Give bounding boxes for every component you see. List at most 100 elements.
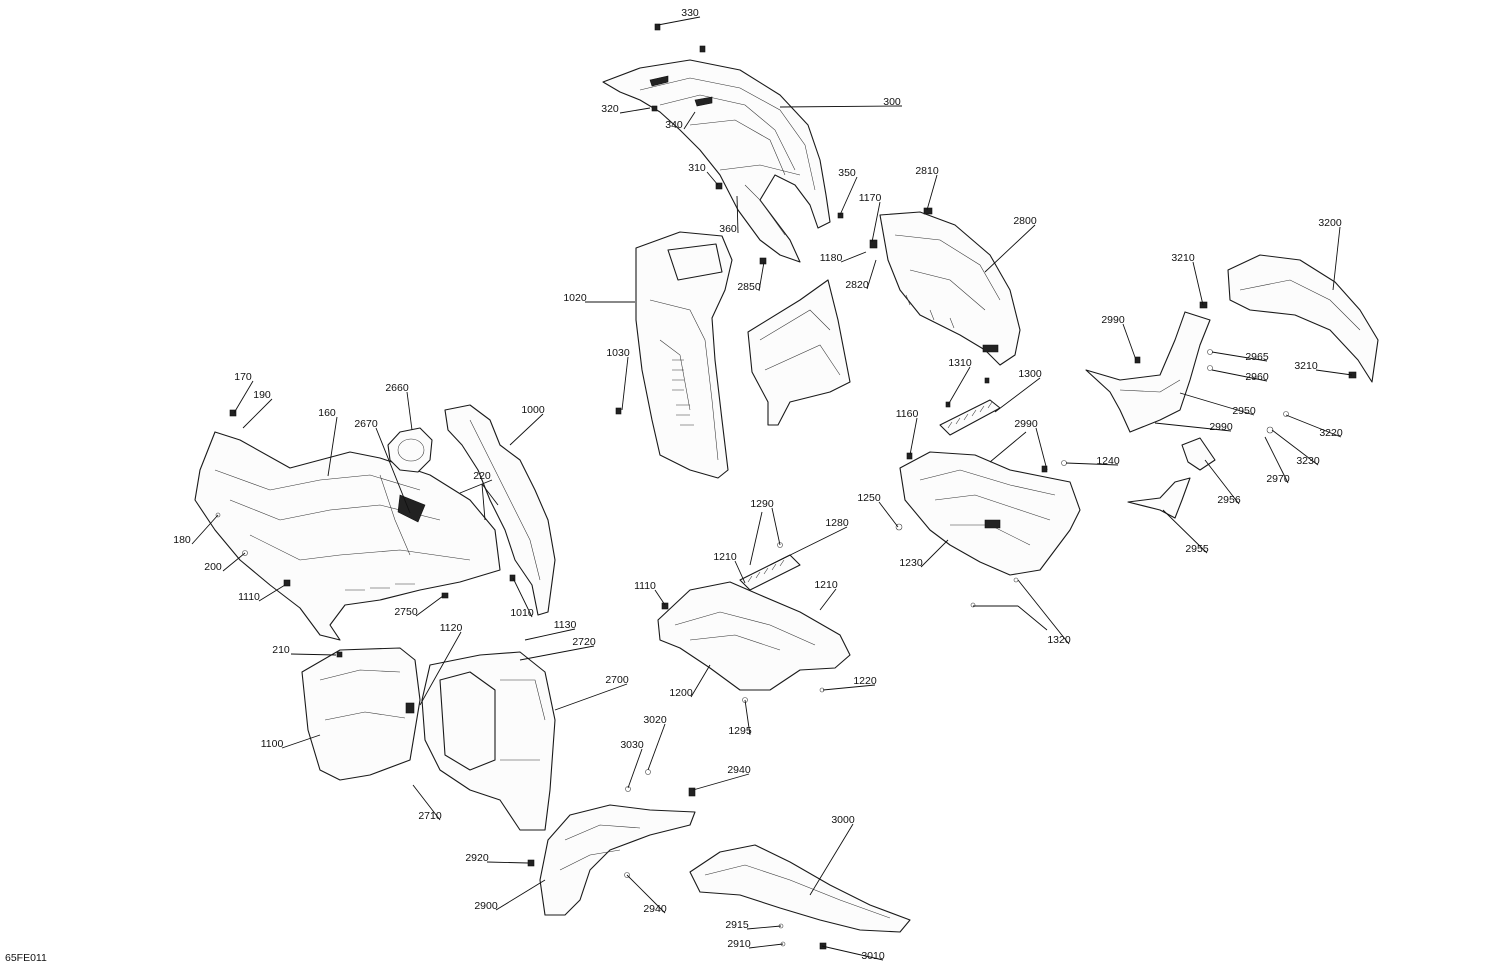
callout-label-340: 340 (665, 119, 683, 131)
leader-line-2720 (519, 645, 595, 661)
leader-line-3030 (627, 748, 643, 789)
leader-line-1000 (509, 413, 544, 446)
leader-line-2990 (1035, 427, 1048, 471)
callout-label-2940: 2940 (643, 903, 667, 915)
leader-line-3210 (1315, 369, 1353, 376)
callout-label-2990: 2990 (1101, 314, 1125, 326)
callout-label-2700: 2700 (605, 674, 629, 686)
callout-label-3010: 3010 (861, 950, 885, 962)
leader-line-2700 (554, 683, 628, 711)
leader-line-2660 (406, 391, 413, 431)
leader-lines (191, 16, 1353, 961)
callout-label-1160: 1160 (896, 408, 919, 420)
leader-line-190 (242, 398, 273, 429)
part-300-front-hood (602, 59, 831, 263)
callout-label-360: 360 (719, 223, 737, 235)
part-2950-fender-bracket (1085, 311, 1211, 433)
leader-line-3220 (1285, 414, 1342, 438)
part-1230-right-floor (899, 451, 1081, 576)
leader-line-extra (749, 511, 763, 566)
callout-label-1210: 1210 (814, 579, 838, 591)
leader-line-1120 (419, 631, 462, 706)
part-1150-inner-panel (747, 279, 851, 426)
leader-line-1220 (822, 684, 876, 691)
leader-line-2910 (748, 943, 784, 949)
callout-label-210: 210 (272, 644, 290, 656)
callout-label-1120: 1120 (440, 622, 463, 634)
leader-line-360 (736, 195, 739, 234)
leader-line-1110 (258, 584, 286, 602)
part-3200-rear-cover (1227, 254, 1379, 383)
part-2800-right-panel (879, 211, 1021, 366)
part-1100-left-lower (301, 647, 421, 781)
leader-line-1250 (878, 501, 899, 528)
leader-line-2810 (926, 174, 938, 211)
leader-line-2670 (375, 427, 411, 514)
part-1200-left-floor (657, 554, 851, 691)
callout-label-3000: 3000 (831, 814, 855, 826)
callout-label-2750: 2750 (394, 606, 418, 618)
leader-line-1100 (281, 734, 321, 749)
callout-label-2915: 2915 (725, 919, 749, 931)
leader-line-170 (233, 380, 254, 414)
callout-label-2955: 2955 (1185, 543, 1209, 555)
leader-line-180 (191, 514, 219, 545)
callout-label-1290: 1290 (750, 498, 774, 510)
part-2900-lower-fender (539, 804, 696, 916)
leader-line-330 (657, 16, 701, 26)
leader-line-1170 (871, 201, 881, 243)
leader-line-1200 (690, 664, 711, 698)
callout-label-1295: 1295 (728, 725, 752, 737)
callout-label-2940: 2940 (727, 764, 751, 776)
leader-line-1290 (771, 507, 781, 546)
leader-line-220 (459, 479, 493, 494)
part-1020-dash-panel (635, 231, 733, 479)
part-1000-side-fascia (444, 404, 556, 616)
leader-line-2900 (495, 879, 546, 911)
leader-line-1230 (920, 539, 949, 568)
callout-label-310: 310 (688, 162, 706, 174)
callout-label-1240: 1240 (1096, 455, 1120, 467)
diagram-reference-code: 65FE011 (5, 952, 47, 964)
leader-line-2940 (626, 874, 666, 914)
callout-label-1220: 1220 (853, 675, 877, 687)
leader-line-3210 (1192, 261, 1204, 306)
callout-label-1020: 1020 (563, 292, 587, 304)
callout-label-3230: 3230 (1296, 455, 1320, 467)
leader-line-2955 (1162, 509, 1208, 554)
callout-label-2990: 2990 (1014, 418, 1038, 430)
callout-label-2720: 2720 (572, 636, 596, 648)
leader-line-2750 (415, 595, 444, 617)
callout-label-2850: 2850 (737, 281, 761, 293)
callout-label-1300: 1300 (1018, 368, 1042, 380)
leader-line-2990 (1154, 422, 1232, 432)
callout-label-2670: 2670 (354, 418, 378, 430)
callout-label-2820: 2820 (845, 279, 869, 291)
part-3000-lower-cover (689, 844, 911, 933)
callout-label-1100: 1100 (261, 738, 284, 750)
leader-line-1130 (524, 628, 576, 641)
callout-label-3020: 3020 (643, 714, 667, 726)
callout-label-1180: 1180 (820, 252, 843, 264)
leader-line-1295 (744, 699, 751, 736)
leader-line-1280 (769, 526, 848, 566)
callout-label-180: 180 (173, 534, 191, 546)
leader-line-2710 (412, 784, 441, 821)
callout-label-350: 350 (838, 167, 856, 179)
callout-label-3200: 3200 (1318, 217, 1342, 229)
callout-label-1110: 1110 (634, 580, 656, 592)
leader-line-2965 (1211, 351, 1268, 362)
leader-line-2970 (1264, 436, 1289, 484)
leader-line-2800 (984, 224, 1036, 273)
callout-label-1250: 1250 (857, 492, 881, 504)
leader-line-1320 (1017, 579, 1070, 645)
callout-label-330: 330 (681, 7, 699, 19)
callout-label-1130: 1130 (554, 619, 577, 631)
callout-label-1170: 1170 (859, 192, 882, 204)
leader-line-1010 (512, 577, 533, 618)
callout-label-200: 200 (204, 561, 222, 573)
callout-label-170: 170 (234, 371, 252, 383)
leader-line-2915 (746, 925, 782, 930)
